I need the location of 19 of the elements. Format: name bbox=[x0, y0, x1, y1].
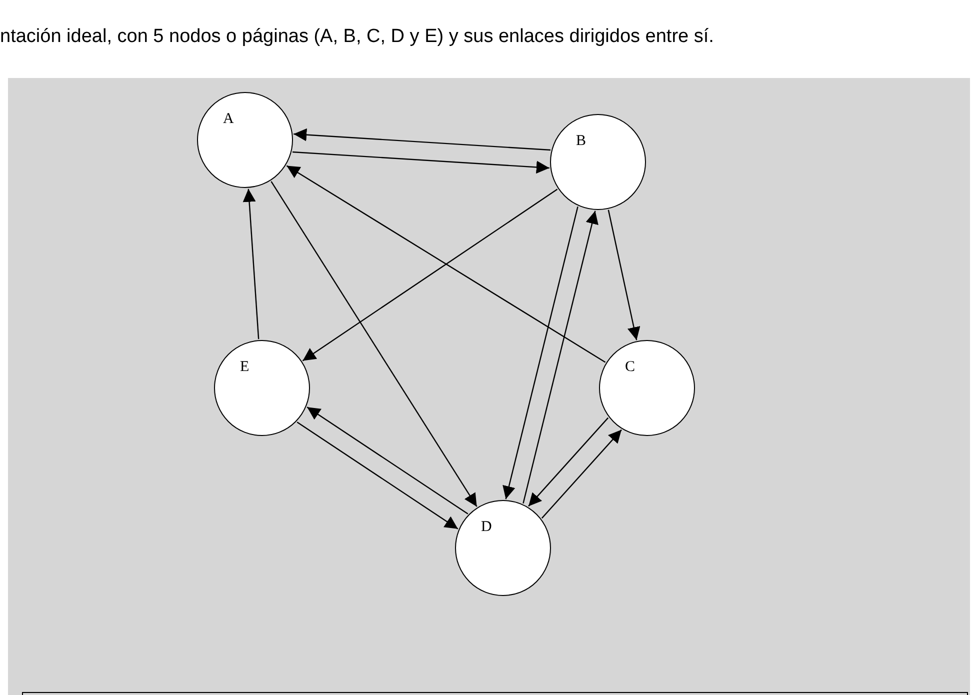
arrow bbox=[294, 128, 551, 151]
arrow bbox=[306, 406, 468, 514]
node-label: D bbox=[481, 519, 492, 536]
node-label: C bbox=[625, 359, 636, 376]
node-label: E bbox=[240, 359, 250, 376]
arrow bbox=[608, 210, 640, 340]
caption-text: ntación ideal, con 5 nodos o páginas (A, B, C, D y E) y sus enlaces dirigidos entre sí. bbox=[0, 26, 714, 48]
arrow bbox=[296, 422, 458, 530]
arrow bbox=[528, 417, 609, 507]
arrow bbox=[292, 151, 550, 174]
node-label: B bbox=[576, 133, 586, 150]
arrow bbox=[502, 206, 578, 500]
arrow bbox=[242, 188, 260, 340]
arrow bbox=[270, 181, 478, 507]
arrow bbox=[302, 188, 558, 362]
node-label: A bbox=[223, 111, 234, 128]
arrow bbox=[541, 429, 622, 519]
arrow bbox=[522, 210, 598, 504]
arrow bbox=[286, 165, 606, 363]
